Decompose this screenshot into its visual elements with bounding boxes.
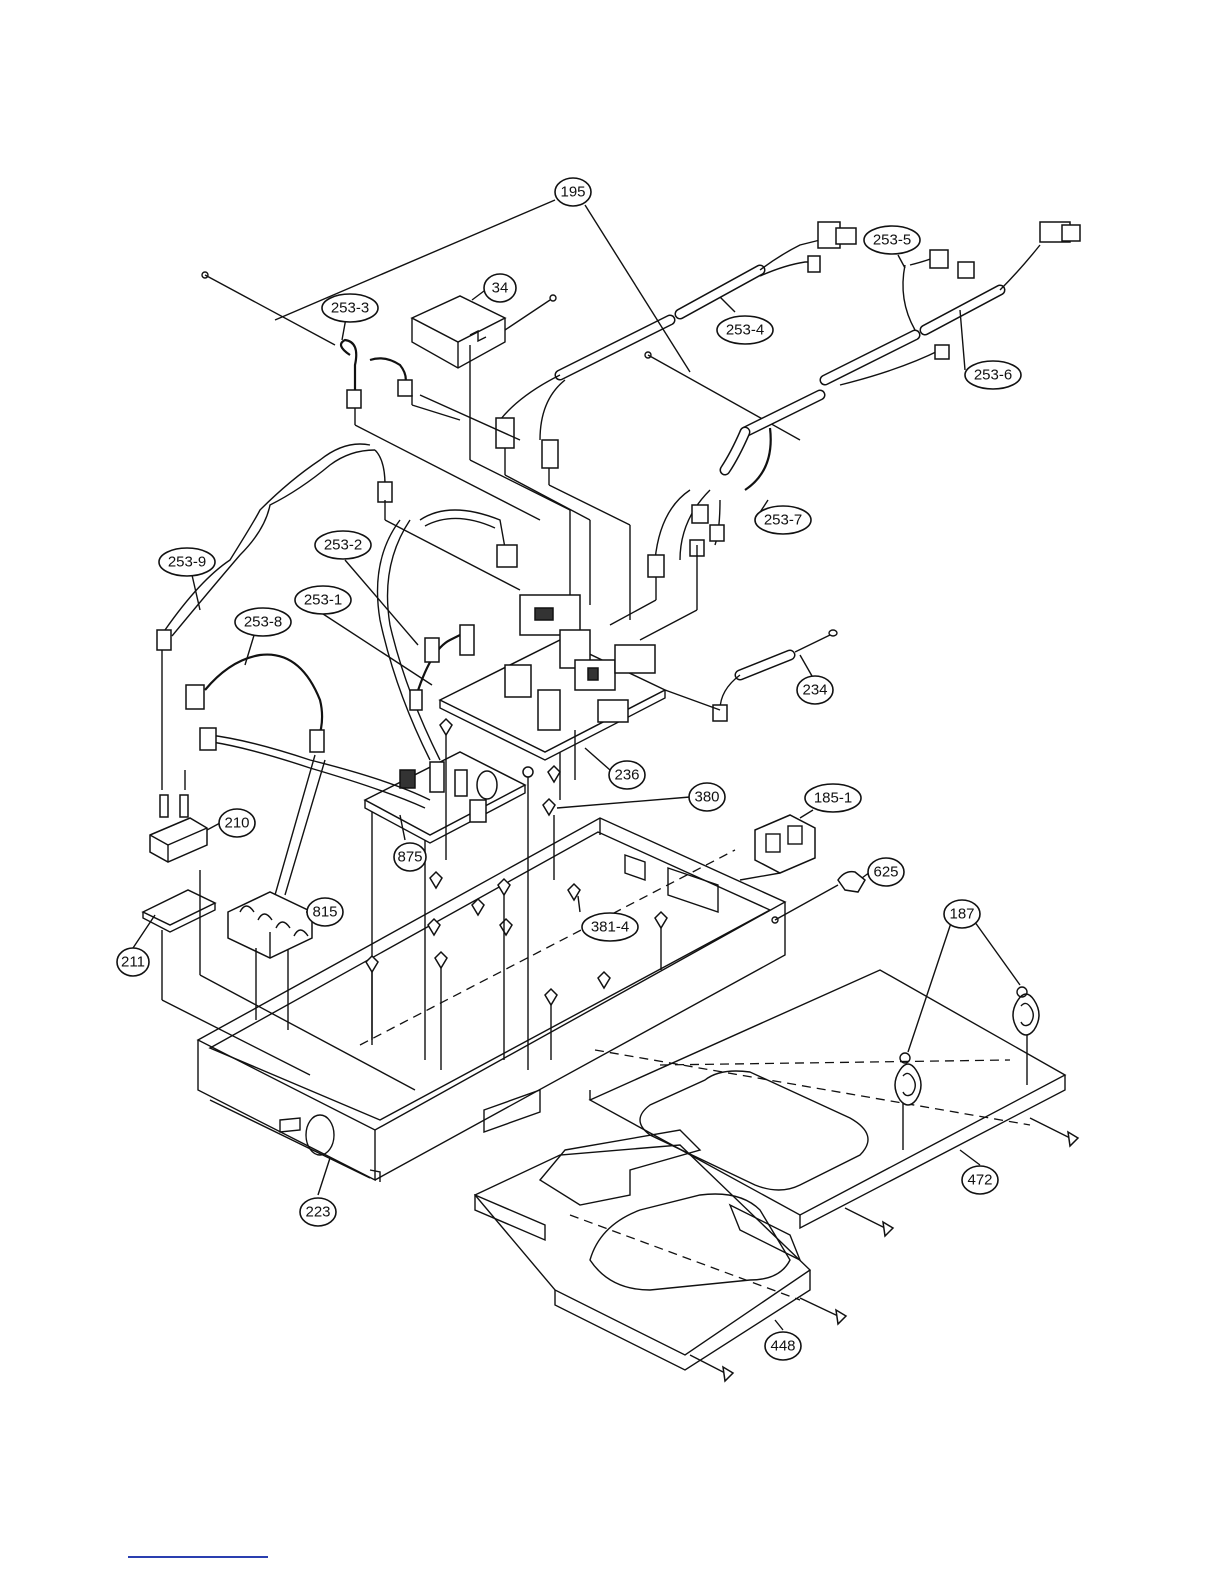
callout-253-8: 253-8 bbox=[235, 608, 291, 636]
callout-381-4: 381-4 bbox=[582, 913, 638, 941]
callout-34: 34 bbox=[484, 274, 516, 302]
callout-253-5: 253-5 bbox=[864, 226, 920, 254]
callout-195: 195 bbox=[555, 178, 591, 206]
screws bbox=[690, 1030, 1078, 1381]
callout-34-label: 34 bbox=[492, 280, 509, 297]
callout-253-4-label: 253-4 bbox=[726, 322, 764, 339]
terminal-block-815 bbox=[228, 892, 312, 1030]
callout-253-1: 253-1 bbox=[295, 586, 351, 614]
feet-187 bbox=[895, 987, 1039, 1105]
part-625 bbox=[772, 872, 865, 923]
callout-253-4: 253-4 bbox=[717, 316, 773, 344]
assembly-drawing bbox=[133, 200, 1080, 1381]
callout-815: 815 bbox=[307, 898, 343, 926]
callout-211: 211 bbox=[117, 948, 149, 976]
callout-253-3-label: 253-3 bbox=[331, 300, 369, 317]
harness-253-7 bbox=[648, 395, 820, 577]
callout-253-7: 253-7 bbox=[755, 506, 811, 534]
callout-253-3: 253-3 bbox=[322, 294, 378, 322]
callout-253-8-label: 253-8 bbox=[244, 614, 282, 631]
callout-875: 875 bbox=[394, 843, 426, 871]
tray-448 bbox=[475, 1130, 810, 1370]
callout-253-2-label: 253-2 bbox=[324, 537, 362, 554]
callout-875-label: 875 bbox=[397, 849, 422, 866]
callout-210: 210 bbox=[219, 809, 255, 837]
callout-253-7-label: 253-7 bbox=[764, 512, 802, 529]
callout-253-2: 253-2 bbox=[315, 531, 371, 559]
callout-625-label: 625 bbox=[873, 864, 898, 881]
callout-253-1-label: 253-1 bbox=[304, 592, 342, 609]
callout-380: 380 bbox=[689, 783, 725, 811]
wire-routes bbox=[162, 395, 697, 1090]
callout-448: 448 bbox=[765, 1332, 801, 1360]
callout-236: 236 bbox=[609, 761, 645, 789]
bracket-211 bbox=[143, 890, 215, 1000]
chassis-base bbox=[198, 818, 785, 1182]
callout-253-6-label: 253-6 bbox=[974, 367, 1012, 384]
callout-253-9: 253-9 bbox=[159, 548, 215, 576]
callout-253-6: 253-6 bbox=[965, 361, 1021, 389]
callout-185-1: 185-1 bbox=[805, 784, 861, 812]
callout-187: 187 bbox=[944, 900, 980, 928]
callout-253-5-label: 253-5 bbox=[873, 232, 911, 249]
callout-815-label: 815 bbox=[312, 904, 337, 921]
callout-211-label: 211 bbox=[121, 954, 145, 971]
board-875 bbox=[365, 752, 525, 1060]
callout-236-label: 236 bbox=[614, 767, 639, 784]
callout-380-label: 380 bbox=[694, 789, 719, 806]
footer-rule bbox=[128, 1556, 268, 1558]
grommet-185-1 bbox=[740, 815, 815, 880]
part-210 bbox=[150, 640, 207, 862]
callout-185-1-label: 185-1 bbox=[814, 790, 852, 807]
callout-187-label: 187 bbox=[949, 906, 974, 923]
component-34 bbox=[412, 295, 556, 460]
callout-448-label: 448 bbox=[770, 1338, 795, 1355]
callout-234: 234 bbox=[797, 676, 833, 704]
callout-472: 472 bbox=[962, 1166, 998, 1194]
callout-381-4-label: 381-4 bbox=[591, 919, 629, 936]
callout-210-label: 210 bbox=[224, 815, 249, 832]
callout-234-label: 234 bbox=[802, 682, 827, 699]
callout-625: 625 bbox=[868, 858, 904, 886]
harness-253-4 bbox=[496, 222, 856, 468]
harness-253-5-6 bbox=[825, 222, 1080, 385]
callout-223: 223 bbox=[300, 1198, 336, 1226]
callout-223-label: 223 bbox=[305, 1204, 330, 1221]
callout-195-label: 195 bbox=[560, 184, 585, 201]
callout-253-9-label: 253-9 bbox=[168, 554, 206, 571]
callout-472-label: 472 bbox=[967, 1172, 992, 1189]
